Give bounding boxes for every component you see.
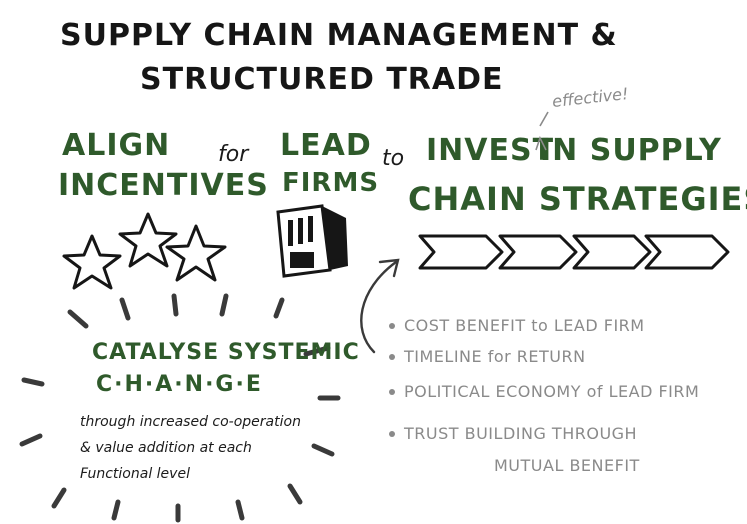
- bullet-item: TIMELINE for RETURN: [404, 347, 586, 366]
- star-icon: [62, 234, 122, 290]
- chevron-arrow-icon: [498, 234, 578, 270]
- star-icon: [118, 212, 178, 268]
- word-chain-strategies: CHAIN STRATEGIES: [408, 180, 747, 218]
- chevron-arrow-icon: [644, 234, 730, 270]
- word-lead: LEAD: [280, 128, 372, 163]
- word-in-supply: IN SUPPLY: [540, 133, 722, 168]
- bullet-item: POLITICAL ECONOMY of LEAD FIRM: [404, 382, 700, 401]
- chevron-arrow-icon: [572, 234, 652, 270]
- building-icon: [276, 204, 348, 278]
- change-desc-2: & value addition at each: [80, 440, 252, 456]
- word-align: ALIGN: [62, 128, 171, 163]
- change-desc-3: Functional level: [80, 466, 190, 482]
- bullet-item: COST BENEFIT to LEAD FIRM: [404, 316, 645, 335]
- burst-rays: [19, 293, 341, 523]
- star-icon: [165, 224, 227, 282]
- bullet-dots: [389, 323, 395, 437]
- title-line-1: SUPPLY CHAIN MANAGEMENT &: [60, 18, 618, 53]
- word-for: for: [218, 142, 249, 167]
- change-line-1: CATALYSE SYSTEMIC: [92, 340, 360, 365]
- word-invest: INVEST: [426, 133, 555, 168]
- change-desc-1: through increased co-operation: [80, 414, 301, 430]
- change-line-2: C·H·A·N·G·E: [96, 372, 263, 397]
- chevron-arrow-icon: [418, 234, 504, 270]
- bullet-item: MUTUAL BENEFIT: [494, 456, 640, 475]
- word-firms: FIRMS: [282, 168, 380, 198]
- title-line-2: STRUCTURED TRADE: [140, 62, 504, 97]
- word-to: to: [382, 146, 405, 171]
- curved-arrow-icon: [360, 258, 400, 354]
- caret-arrow-icon: [535, 135, 547, 151]
- word-incentives: INCENTIVES: [58, 168, 269, 203]
- bullet-item: TRUST BUILDING THROUGH: [404, 424, 638, 443]
